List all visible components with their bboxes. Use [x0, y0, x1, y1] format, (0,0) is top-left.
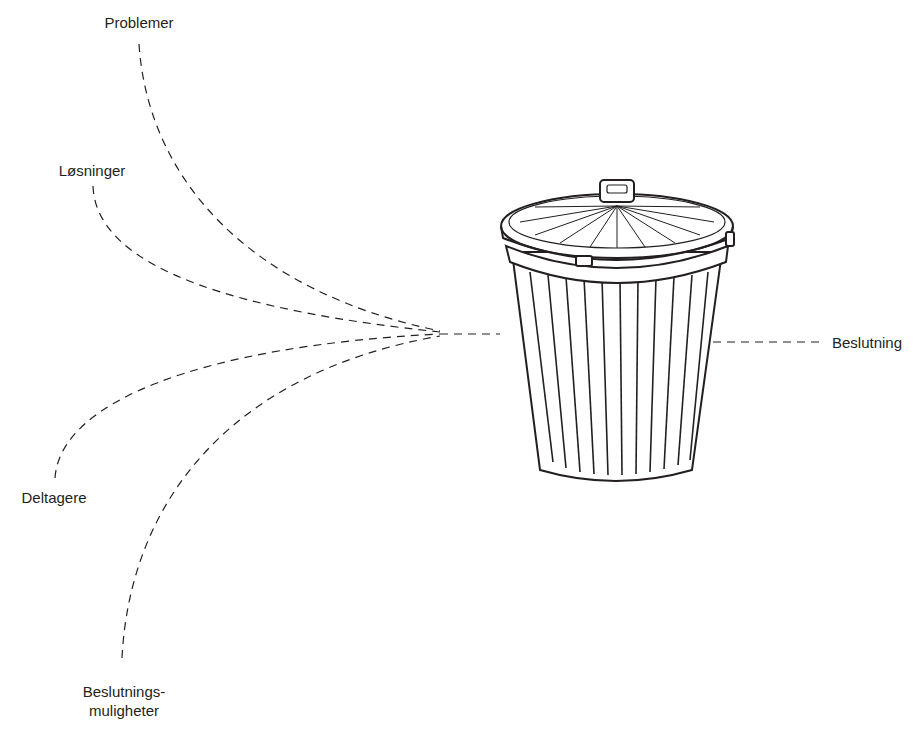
can-body: [512, 252, 722, 481]
can-clip: [726, 232, 734, 246]
leader-line: [440, 333, 500, 334]
can-ribs: [530, 272, 708, 475]
leader-line: [122, 336, 440, 658]
can-clip: [576, 256, 592, 266]
lid-handle: [600, 180, 634, 202]
label: Deltagere: [21, 488, 86, 507]
leader-line: [713, 341, 822, 342]
leader-line: [55, 334, 440, 478]
leader-line: [93, 186, 440, 332]
lid-side: [501, 226, 733, 260]
lid-ridges: [520, 206, 714, 248]
label: Løsninger: [59, 161, 126, 180]
label: Problemer: [104, 13, 173, 32]
label: Beslutning: [832, 333, 902, 352]
trash-can: [501, 180, 734, 481]
leader-line: [139, 44, 440, 331]
label: Beslutnings- muligheter: [83, 682, 166, 720]
